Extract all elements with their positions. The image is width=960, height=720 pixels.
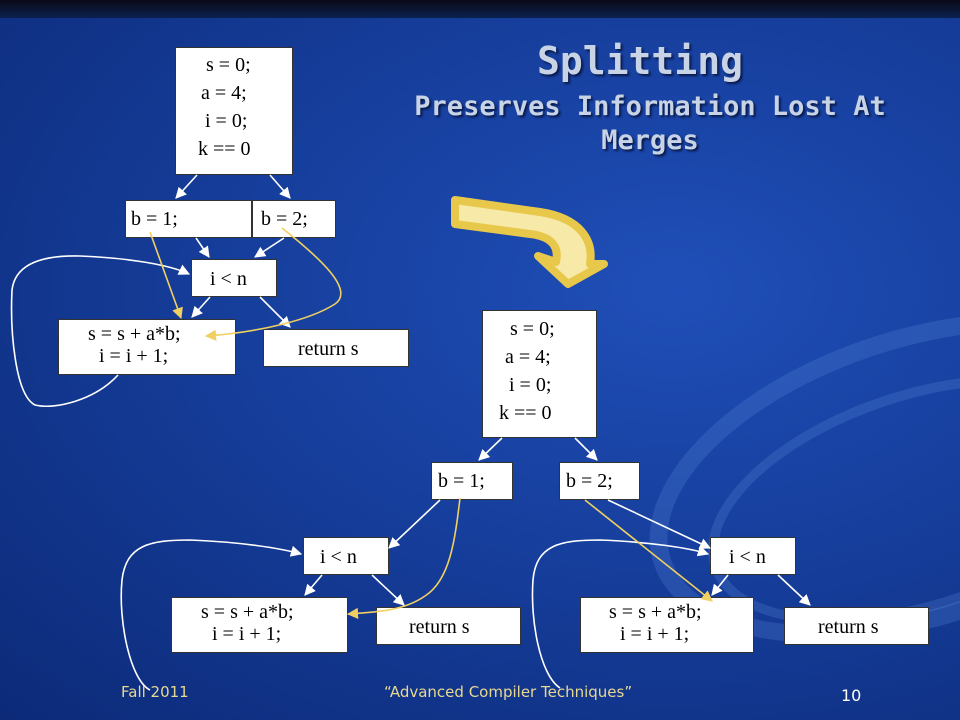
split-b2-label: b = 2; — [566, 470, 613, 492]
split-right-body-line-1: s = s + a*b; — [609, 601, 702, 623]
edge-split-left-cond-return — [371, 574, 405, 606]
footer-course: “Advanced Compiler Techniques” — [384, 683, 633, 701]
split-left-body-line-2: i = i + 1; — [212, 623, 282, 645]
split-left-return-block: return s — [376, 607, 521, 645]
orig-b1-label: b = 1; — [131, 208, 178, 230]
dataflow-split-b1 — [346, 497, 461, 619]
orig-return-block: return s — [263, 329, 409, 367]
slide-title: Splitting — [537, 39, 743, 83]
page-number: 10 — [841, 686, 862, 705]
split-entry-block: s = 0; a = 4; i = 0; k == 0 — [482, 310, 597, 438]
edge-orig-cond-body — [191, 296, 211, 318]
split-left-return-label: return s — [409, 616, 470, 638]
dataflow-split-b2 — [584, 499, 713, 602]
edge-orig-entry-b1 — [175, 174, 198, 199]
subtitle-line-2: Merges — [601, 125, 699, 156]
orig-entry-block: s = 0; a = 4; i = 0; k == 0 — [175, 47, 293, 175]
split-left-body-line-1: s = s + a*b; — [201, 601, 294, 623]
split-b1-label: b = 1; — [438, 470, 485, 492]
split-right-return-block: return s — [784, 607, 929, 645]
loopback-orig — [10, 255, 191, 407]
split-left-loop-condition: i < n — [303, 537, 389, 575]
orig-return-label: return s — [298, 338, 359, 360]
split-b2-block: b = 2; — [559, 462, 640, 500]
footer-date: Fall 2011 — [121, 683, 189, 701]
split-entry-line-3: i = 0; — [509, 374, 552, 396]
split-entry-line-1: s = 0; — [510, 318, 555, 340]
orig-loop-condition: i < n — [191, 259, 277, 297]
edge-split-entry-b2 — [574, 437, 598, 461]
orig-entry-line-4: k == 0 — [198, 138, 251, 160]
edge-split-left-cond-body — [304, 574, 323, 596]
edge-split-b2-right-cond — [607, 499, 712, 549]
split-left-cond-label: i < n — [320, 546, 357, 568]
orig-entry-line-3: i = 0; — [205, 110, 248, 132]
edge-orig-cond-return — [259, 296, 291, 328]
orig-loop-body: s = s + a*b; i = i + 1; — [58, 319, 236, 375]
edge-split-right-cond-body — [711, 574, 729, 596]
split-left-loop-body: s = s + a*b; i = i + 1; — [171, 597, 348, 653]
edge-orig-entry-b2 — [269, 174, 291, 199]
split-right-body-line-2: i = i + 1; — [620, 623, 690, 645]
split-right-cond-label: i < n — [729, 546, 766, 568]
orig-body-line-2: i = i + 1; — [99, 345, 169, 367]
orig-b2-block: b = 2; — [252, 200, 336, 238]
dataflow-orig-b1 — [149, 231, 183, 320]
edge-split-right-cond-return — [777, 574, 811, 606]
loopback-split-left — [120, 539, 303, 691]
edge-orig-b1-cond — [195, 237, 210, 258]
edge-split-entry-b1 — [478, 437, 503, 461]
dataflow-orig-b2 — [204, 227, 342, 341]
orig-cond-label: i < n — [210, 268, 247, 290]
split-entry-line-4: k == 0 — [499, 402, 552, 424]
split-right-loop-body: s = s + a*b; i = i + 1; — [580, 597, 754, 653]
split-b1-block: b = 1; — [431, 462, 513, 500]
orig-entry-line-2: a = 4; — [201, 82, 247, 104]
loopback-split-right — [531, 539, 710, 689]
orig-b1-block: b = 1; — [125, 200, 252, 238]
edge-orig-b2-cond — [254, 237, 285, 258]
top-bar — [0, 0, 960, 18]
slide-subtitle: Preserves Information Lost At Merges — [380, 90, 920, 158]
subtitle-line-1: Preserves Information Lost At — [414, 91, 886, 122]
split-entry-line-2: a = 4; — [505, 346, 551, 368]
orig-b2-label: b = 2; — [261, 208, 308, 230]
split-right-loop-condition: i < n — [710, 537, 796, 575]
edge-split-b1-left-cond — [388, 499, 441, 549]
transform-arrow — [451, 196, 608, 288]
orig-entry-line-1: s = 0; — [206, 54, 251, 76]
split-right-return-label: return s — [818, 616, 879, 638]
orig-body-line-1: s = s + a*b; — [88, 323, 181, 345]
